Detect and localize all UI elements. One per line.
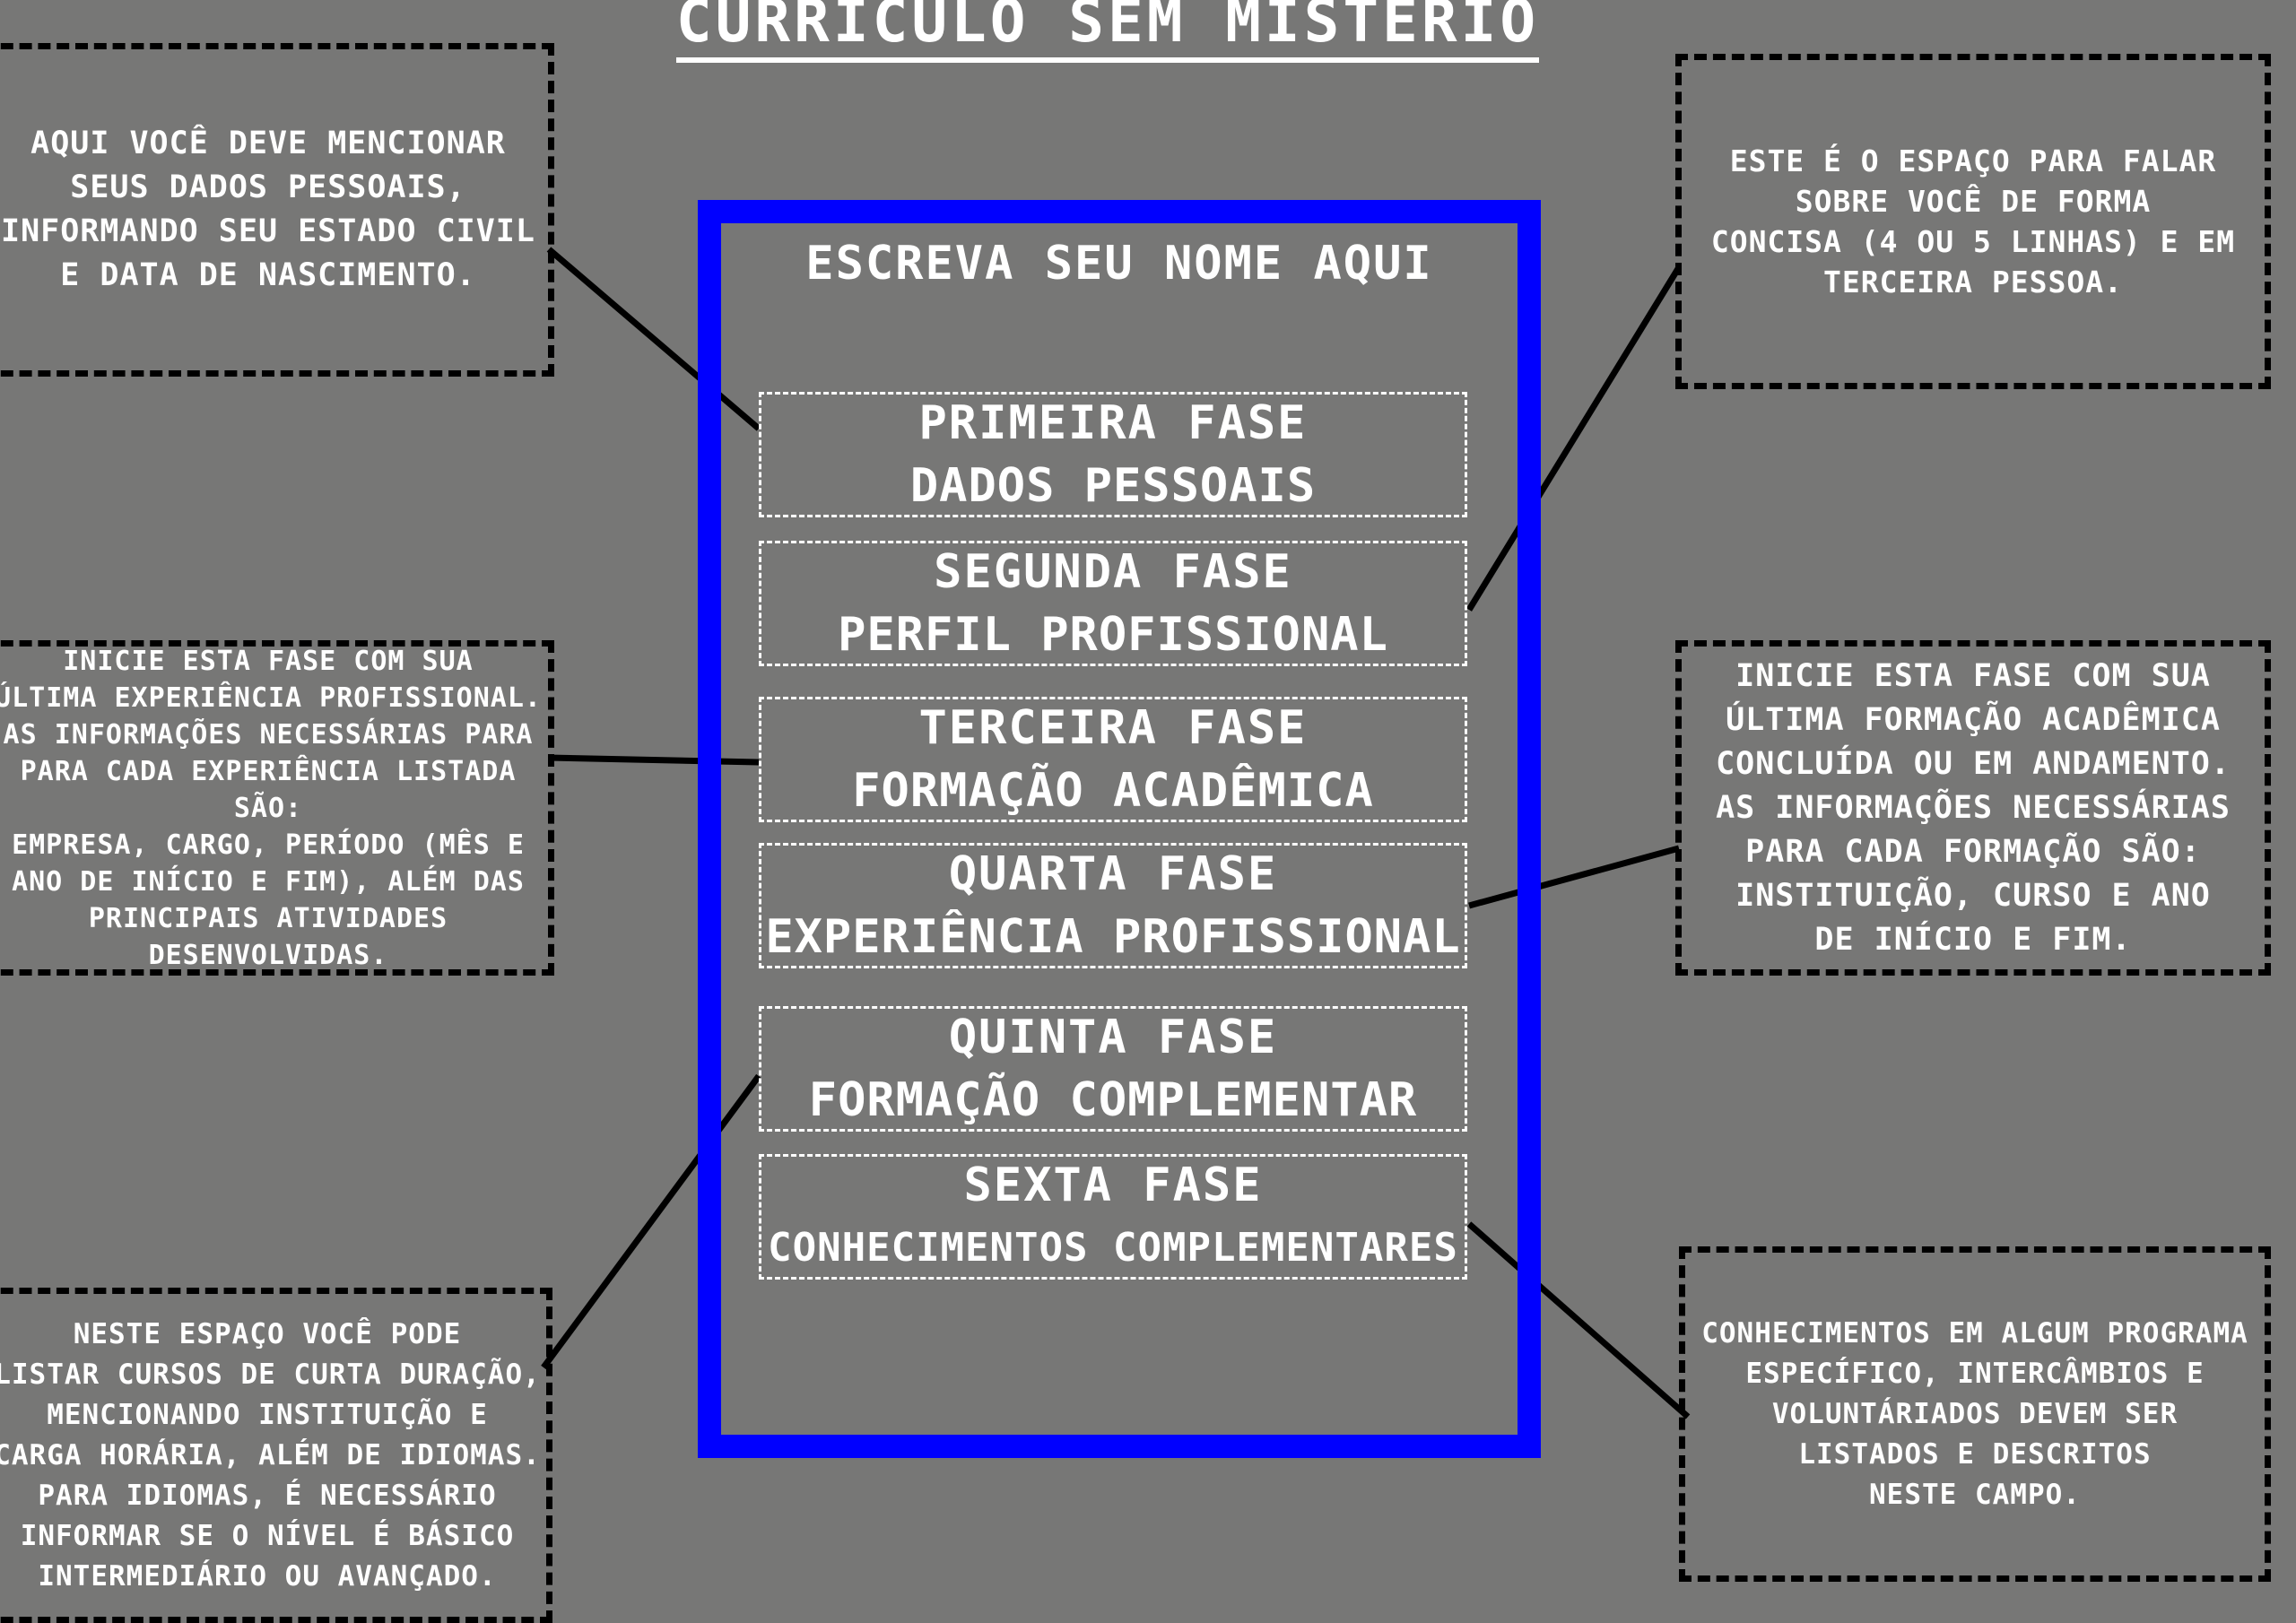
connector-professional-experience [1468,845,1680,909]
resume-frame [698,200,1541,1458]
connector-academic-education [548,754,760,766]
note-text: INICIE ESTA FASE COM SUA ÚLTIMA FORMAÇÃO… [1716,657,2231,958]
phase-complementary-education: QUINTA FASE FORMAÇÃO COMPLEMENTAR [759,1006,1467,1132]
phase-title: QUINTA FASE [948,1011,1278,1064]
note-professional-experience: INICIE ESTA FASE COM SUA ÚLTIMA EXPERIÊN… [0,640,554,976]
connector-complementary-education [541,1073,761,1370]
phase-title: SEGUNDA FASE [934,545,1292,599]
note-text: ESTE É O ESPAÇO PARA FALAR SOBRE VOCÊ DE… [1710,143,2236,299]
phase-title: QUARTA FASE [948,847,1278,901]
note-text: NESTE ESPAÇO VOCÊ PODE LISTAR CURSOS DE … [0,1317,541,1593]
page-title: CURRÍCULO SEM MISTÉRIO [0,0,2215,63]
note-text: CONHECIMENTOS EM ALGUM PROGRAMA ESPECÍFI… [1701,1316,2248,1511]
name-placeholder: ESCREVA SEU NOME AQUI [805,237,1433,291]
phase-subtitle: DADOS PESSOAIS [909,459,1317,513]
phase-personal-data: PRIMEIRA FASE DADOS PESSOAIS [759,392,1467,517]
phase-subtitle: FORMAÇÃO COMPLEMENTAR [808,1073,1418,1127]
phase-subtitle: CONHECIMENTOS COMPLEMENTARES [768,1225,1458,1271]
phase-academic-education: TERCEIRA FASE FORMAÇÃO ACADÊMICA [759,697,1467,822]
phase-professional-profile: SEGUNDA FASE PERFIL PROFISSIONAL [759,541,1467,666]
note-complementary-education: NESTE ESPAÇO VOCÊ PODE LISTAR CURSOS DE … [0,1288,552,1623]
phase-title: SEXTA FASE [963,1159,1263,1212]
note-text: INICIE ESTA FASE COM SUA ÚLTIMA EXPERIÊN… [0,645,542,971]
note-academic-education: INICIE ESTA FASE COM SUA ÚLTIMA FORMAÇÃO… [1675,640,2271,976]
connector-complementary-knowledge [1466,1221,1691,1419]
phase-title: TERCEIRA FASE [918,701,1308,755]
note-complementary-knowledge: CONHECIMENTOS EM ALGUM PROGRAMA ESPECÍFI… [1679,1246,2271,1582]
connector-professional-profile [1466,265,1682,612]
page-title-text: CURRÍCULO SEM MISTÉRIO [675,0,1540,63]
phase-professional-experience: QUARTA FASE EXPERIÊNCIA PROFISSIONAL [759,843,1467,968]
phase-subtitle: PERFIL PROFISSIONAL [838,608,1388,662]
phase-subtitle: FORMAÇÃO ACADÊMICA [852,764,1374,818]
phase-complementary-knowledge: SEXTA FASE CONHECIMENTOS COMPLEMENTARES [759,1154,1467,1280]
phase-subtitle: EXPERIÊNCIA PROFISSIONAL [765,910,1461,964]
note-text: AQUI VOCÊ DEVE MENCIONAR SEUS DADOS PESS… [1,126,535,293]
connector-personal-data [546,247,761,431]
note-professional-profile: ESTE É O ESPAÇO PARA FALAR SOBRE VOCÊ DE… [1675,54,2271,389]
phase-title: PRIMEIRA FASE [918,396,1308,450]
note-personal-data: AQUI VOCÊ DEVE MENCIONAR SEUS DADOS PESS… [0,43,554,377]
